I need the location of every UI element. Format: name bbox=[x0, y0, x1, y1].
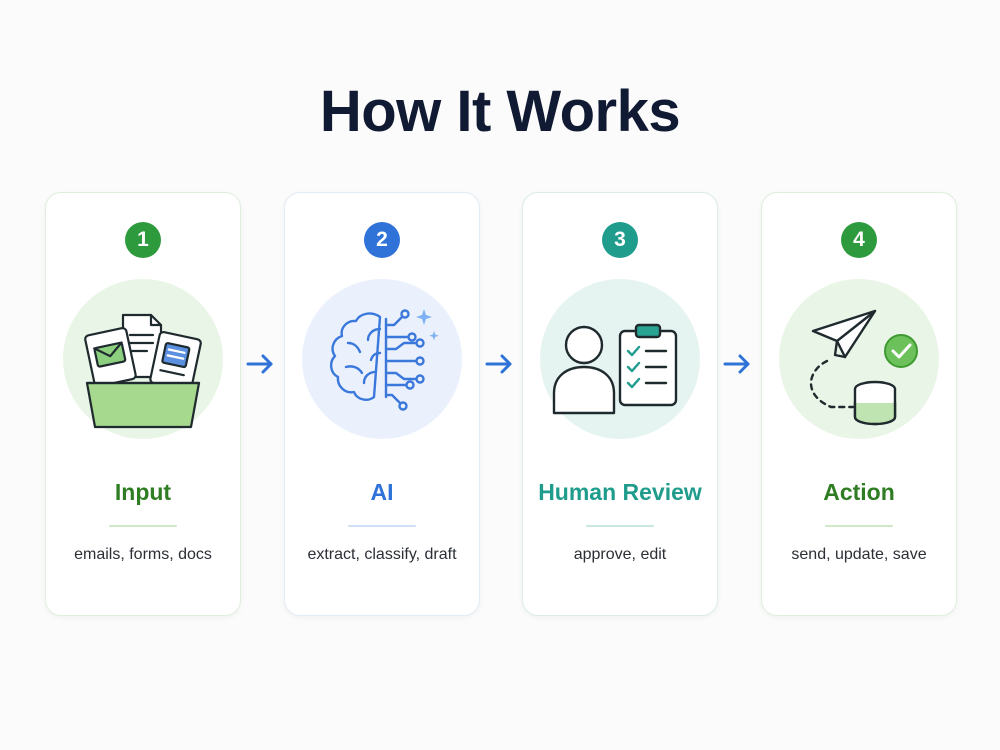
person-checklist-icon bbox=[540, 279, 700, 439]
divider bbox=[109, 525, 177, 527]
step-card-human-review: 3 Human Review approve, edit bbox=[522, 192, 718, 616]
step-title: Input bbox=[114, 479, 172, 505]
step-title: AI bbox=[370, 479, 394, 505]
divider bbox=[825, 525, 893, 527]
step-card-action: 4 Action send, update, save bbox=[761, 192, 957, 616]
page-title: How It Works bbox=[319, 79, 681, 144]
step-card-ai: 2 bbox=[284, 192, 480, 616]
step-number-badge: 4 bbox=[841, 222, 877, 258]
step-description: extract, classify, draft bbox=[307, 546, 457, 563]
ai-brain-circuit-icon bbox=[302, 279, 462, 439]
divider bbox=[348, 525, 416, 527]
step-description: approve, edit bbox=[573, 546, 667, 563]
arrow-right-icon bbox=[246, 354, 273, 374]
divider bbox=[586, 525, 654, 527]
step-description: send, update, save bbox=[791, 546, 927, 563]
step-title: Action bbox=[823, 479, 895, 505]
step-description: emails, forms, docs bbox=[74, 546, 212, 563]
documents-tray-icon bbox=[63, 279, 223, 439]
step-number-badge: 2 bbox=[364, 222, 400, 258]
arrow-right-icon bbox=[485, 354, 512, 374]
step-card-input: 1 bbox=[45, 192, 241, 616]
arrow-right-icon bbox=[723, 354, 750, 374]
step-number-badge: 3 bbox=[602, 222, 638, 258]
step-number-badge: 1 bbox=[125, 222, 161, 258]
send-database-check-icon bbox=[779, 279, 939, 439]
step-title: Human Review bbox=[538, 479, 702, 505]
